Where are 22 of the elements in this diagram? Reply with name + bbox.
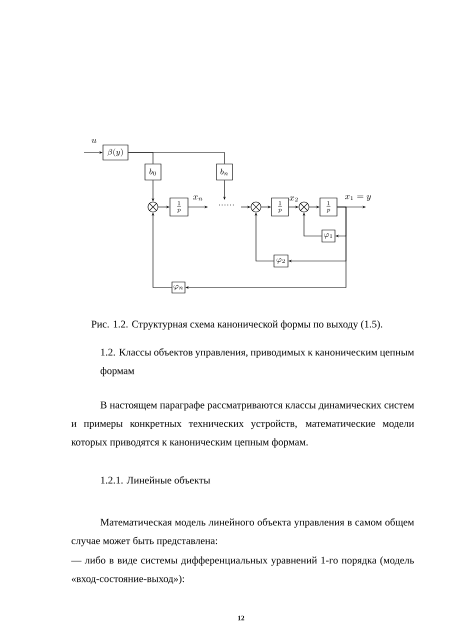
block-box: $\frac{1}{p}$ (320, 198, 338, 216)
block-box: $\varphi_2$ (274, 254, 288, 268)
figure-caption: Рис. 1.2. Структурная схема канонической формы по выходу (1.5). (91, 320, 382, 330)
paragraph: В настоящем параграфе рассматриваются классы динамических систем и примеры конкретных технических устройств, математические модели которых приводятся к каноническим цепным формам. (71, 401, 414, 448)
summing-junction (298, 202, 310, 212)
block-box: $\frac{1}{p}$ (170, 198, 188, 216)
section-heading: 1.2. Классы объектов управления, приводимых к каноническим цепным формам (100, 348, 414, 376)
signal-label: $x_2$ (290, 196, 298, 202)
signal-label: $x_n$ (193, 195, 202, 200)
block-box: $\varphi_1$ (322, 230, 336, 242)
summing-junction (148, 202, 158, 212)
summing-junction (250, 202, 262, 212)
block-box: $b_n$ (216, 164, 233, 180)
signal-label: $x_1 = y$ (345, 195, 371, 201)
paragraph: — либо в виде системы дифференциальных уравнений 1-го порядка (модель «вход-состояние-выход»): (71, 556, 414, 584)
subsection-heading: 1.2.1. Линейные объекты (101, 476, 210, 484)
block-box: $b_0$ (144, 164, 162, 180)
block-box: $\varphi_n$ (172, 282, 186, 294)
paragraph: Математическая модель линейного объекта управления в самом общем случае может быть представлена: (72, 518, 414, 546)
block-box: $\frac{1}{p}$ (271, 198, 289, 216)
signal-label: $u$ (92, 138, 96, 144)
block-box: $\beta(y)$ (102, 144, 128, 160)
